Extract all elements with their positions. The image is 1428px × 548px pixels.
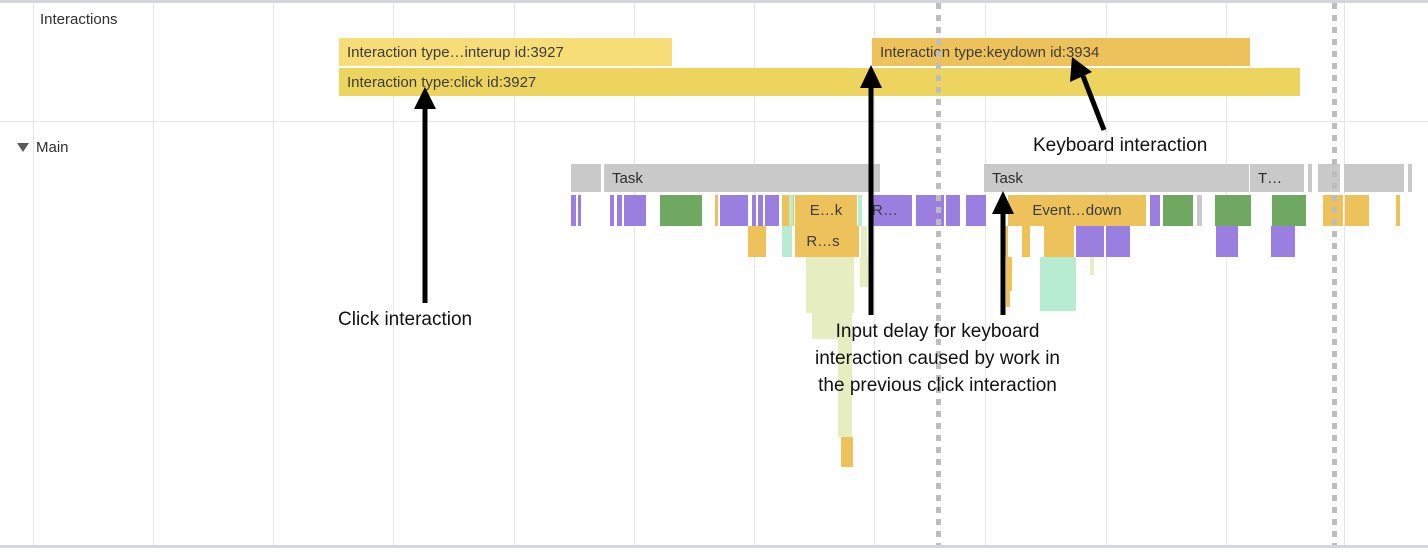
grid-line-h-0: [0, 121, 1428, 122]
grid-line-v-3: [393, 3, 394, 545]
flame-block[interactable]: [806, 287, 854, 313]
grid-line-v-6: [754, 3, 755, 545]
task-sliver[interactable]: [1296, 164, 1304, 192]
flame-block[interactable]: [806, 257, 854, 287]
task-sliver[interactable]: [571, 164, 601, 192]
annotation-arrows: [414, 57, 1107, 315]
flame-block[interactable]: [812, 313, 852, 339]
caret-down-icon[interactable]: [17, 143, 29, 152]
flame-block[interactable]: [758, 195, 763, 226]
annotation-click-interaction: Click interaction: [338, 306, 472, 333]
arrow-click-head: [414, 87, 436, 109]
flame-block[interactable]: [1163, 195, 1193, 226]
interaction-bar-click[interactable]: Interaction type:click id:3927: [339, 68, 1300, 96]
flame-block[interactable]: [1396, 195, 1400, 226]
flame-block[interactable]: [765, 195, 779, 226]
flame-block[interactable]: [1272, 195, 1306, 226]
flame-block[interactable]: [1022, 226, 1030, 257]
track-label-main[interactable]: Main: [36, 139, 69, 156]
event-block-keydown[interactable]: Event…down: [1008, 195, 1146, 226]
flame-block[interactable]: [1197, 195, 1202, 226]
flame-block[interactable]: [860, 257, 868, 287]
flame-block[interactable]: [1040, 287, 1076, 311]
flame-block[interactable]: [571, 195, 576, 226]
flame-block[interactable]: [838, 339, 852, 365]
grid-line-v-1: [153, 3, 154, 545]
grid-line-v-8: [985, 3, 986, 545]
task-sliver[interactable]: [1408, 164, 1412, 192]
flame-block[interactable]: [1271, 226, 1295, 257]
grid-line-v-9: [1106, 3, 1107, 545]
annotation-keyboard-interaction: Keyboard interaction: [1033, 132, 1207, 159]
flame-block[interactable]: [752, 195, 756, 226]
flame-block[interactable]: [1216, 226, 1238, 257]
flame-block[interactable]: [789, 195, 793, 226]
timeline-grid: [0, 3, 1428, 545]
arrow-input-delay-b-head: [992, 191, 1014, 214]
grid-line-v-11: [1344, 3, 1345, 545]
flame-block[interactable]: [1006, 257, 1012, 291]
annotation-click-line-1: Click interaction: [338, 309, 473, 330]
task-bar-2[interactable]: Task: [984, 164, 1249, 192]
flame-block[interactable]: [946, 195, 960, 226]
flame-block[interactable]: [1150, 195, 1160, 226]
flame-block[interactable]: [715, 195, 718, 226]
flame-block[interactable]: [1076, 226, 1104, 257]
flame-block[interactable]: [578, 195, 581, 226]
flame-block[interactable]: [861, 226, 867, 257]
grid-line-v-10: [1226, 3, 1227, 545]
flame-block[interactable]: [660, 195, 702, 226]
grid-line-v-7: [874, 3, 875, 545]
flame-block[interactable]: [610, 195, 614, 226]
flame-block[interactable]: [841, 437, 853, 467]
flame-block[interactable]: [782, 226, 792, 257]
arrow-input-delay-a-head: [860, 65, 882, 88]
grid-line-v-4: [514, 3, 515, 545]
flame-block[interactable]: [858, 195, 862, 226]
flame-block[interactable]: [1090, 257, 1094, 275]
flame-block[interactable]: [838, 417, 852, 437]
flame-block[interactable]: [624, 195, 646, 226]
flame-block[interactable]: [851, 226, 859, 257]
event-block-ek[interactable]: E…k: [795, 195, 857, 226]
flame-block[interactable]: [1060, 257, 1076, 279]
flame-block[interactable]: [1345, 195, 1369, 226]
flame-block[interactable]: [1215, 195, 1251, 226]
time-marker-1: [936, 3, 941, 545]
arrow-keyboard-head: [1070, 57, 1092, 82]
flame-block[interactable]: [720, 195, 748, 226]
task-sliver[interactable]: [1344, 164, 1404, 192]
task-sliver[interactable]: [1308, 164, 1312, 192]
flame-block[interactable]: [617, 195, 622, 226]
track-label-interactions[interactable]: Interactions: [40, 11, 118, 28]
time-marker-2: [1332, 3, 1337, 545]
flame-block[interactable]: [838, 365, 852, 391]
annotation-keyboard-line-1: Keyboard interaction: [1033, 135, 1208, 156]
task-sliver[interactable]: [876, 164, 880, 192]
annotation-input-delay-line-2: interaction caused by work in: [814, 348, 1060, 369]
grid-line-v-0: [33, 3, 34, 545]
interaction-bar-pointerup[interactable]: Interaction type…interup id:3927: [339, 38, 672, 66]
flame-block[interactable]: [1106, 226, 1130, 257]
annotation-input-delay-line-1: Input delay for keyboard: [835, 321, 1040, 342]
flame-block[interactable]: [748, 226, 766, 257]
event-block-r[interactable]: R…: [870, 195, 906, 226]
flame-block[interactable]: [966, 195, 986, 226]
flame-block[interactable]: [838, 391, 852, 417]
flame-block[interactable]: [906, 195, 912, 226]
grid-line-v-2: [273, 3, 274, 545]
grid-line-v-5: [634, 3, 635, 545]
interaction-bar-keydown[interactable]: Interaction type:keydown id:3934: [872, 38, 1250, 66]
task-bar-1[interactable]: Task: [604, 164, 876, 192]
task-bar-3[interactable]: T…: [1250, 164, 1296, 192]
annotation-input-delay-line-3: the previous click interaction: [818, 375, 1057, 396]
flame-block[interactable]: [1044, 226, 1074, 257]
flame-block[interactable]: [1006, 291, 1010, 307]
annotation-input-delay: Input delay for keyboard interaction cau…: [781, 318, 1094, 399]
arrow-keyboard: [1080, 75, 1107, 131]
event-block-rs[interactable]: R…s: [795, 226, 851, 257]
